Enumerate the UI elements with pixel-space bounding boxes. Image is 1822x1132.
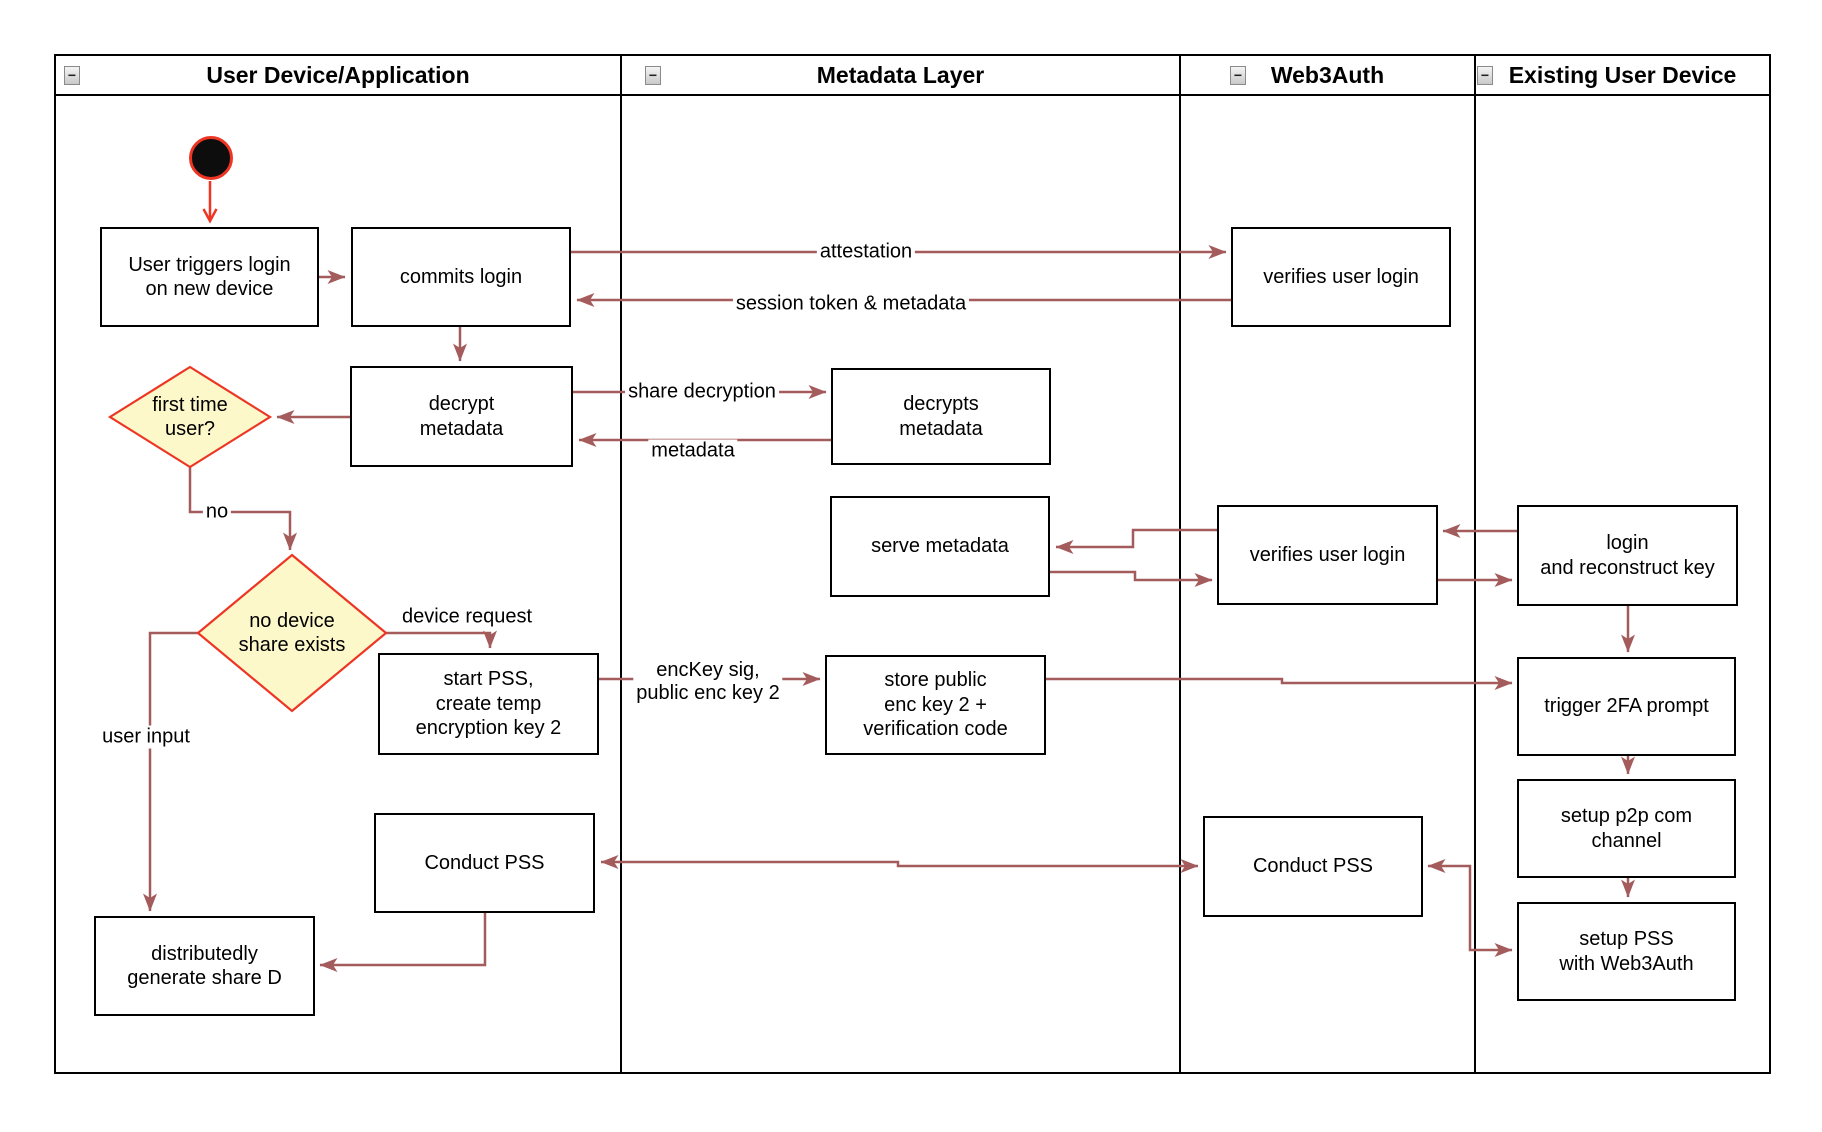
initial-node[interactable]: [189, 136, 233, 180]
edge-label-session-token: session token & metadata: [732, 292, 970, 316]
decision-no-device-share[interactable]: [196, 553, 388, 713]
lane-title-metadata-layer: Metadata Layer: [816, 62, 985, 88]
edge-label-attestation: attestation: [816, 240, 916, 264]
lane-title-existing-device: Existing User Device: [1508, 62, 1737, 88]
activity-user-triggers-login[interactable]: User triggers login on new device: [100, 227, 319, 327]
lane-collapse-button-existing[interactable]: −: [1477, 66, 1493, 85]
decision-first-time-user[interactable]: [107, 365, 273, 469]
edge-label-device-request: device request: [398, 605, 536, 629]
activity-conduct-pss-web3auth[interactable]: Conduct PSS: [1203, 816, 1423, 917]
lane-title-user-device: User Device/Application: [206, 62, 470, 88]
edge-conduct-setup-pss-link: [1427, 859, 1513, 957]
edge-store-to-trigger-2fa: [1046, 676, 1513, 690]
edge-serve-to-verifies2: [1050, 570, 1213, 587]
edge-no: [188, 467, 297, 551]
pool-border: [54, 54, 1771, 1074]
activity-trigger-2fa-prompt[interactable]: trigger 2FA prompt: [1517, 657, 1736, 756]
activity-conduct-pss-user[interactable]: Conduct PSS: [374, 813, 595, 913]
lane-collapse-button-web3auth[interactable]: −: [1230, 66, 1246, 85]
edge-label-user-input: user input: [99, 725, 193, 749]
edge-device-request: [386, 630, 497, 649]
activity-generate-share-d[interactable]: distributedly generate share D: [94, 916, 315, 1016]
activity-verifies-user-login-2[interactable]: verifies user login: [1217, 505, 1438, 605]
activity-login-reconstruct-key[interactable]: login and reconstruct key: [1517, 505, 1738, 606]
edge-label-enckey: encKey sig, public enc key 2: [633, 659, 783, 705]
lane-title-web3auth: Web3Auth: [1270, 62, 1385, 88]
activity-commits-login[interactable]: commits login: [351, 227, 571, 327]
lane-collapse-button-metadata[interactable]: −: [645, 66, 661, 85]
edge-conduct-to-generate-share: [319, 913, 487, 972]
activity-setup-p2p-channel[interactable]: setup p2p com channel: [1517, 779, 1736, 878]
activity-verifies-user-login-1[interactable]: verifies user login: [1231, 227, 1451, 327]
lane-collapse-button-user-device[interactable]: −: [64, 66, 80, 85]
activity-decrypts-metadata[interactable]: decrypts metadata: [831, 368, 1051, 465]
edge-verifies2-to-serve: [1055, 528, 1217, 554]
decision-label-no-device-share: no device share exists: [238, 610, 346, 656]
edge-label-no: no: [202, 500, 232, 524]
edge-label-metadata: metadata: [648, 439, 738, 463]
activity-serve-metadata[interactable]: serve metadata: [830, 496, 1050, 597]
activity-store-public-enc-key[interactable]: store public enc key 2 + verification co…: [825, 655, 1046, 755]
activity-decrypt-metadata[interactable]: decrypt metadata: [350, 366, 573, 467]
activity-setup-pss-web3auth[interactable]: setup PSS with Web3Auth: [1517, 902, 1736, 1001]
edge-label-share-decryption: share decryption: [625, 380, 779, 404]
edge-user-input: [143, 631, 198, 912]
activity-start-pss[interactable]: start PSS, create temp encryption key 2: [378, 653, 599, 755]
edge-conduct-pss-link: [600, 855, 1199, 873]
decision-label-first-time-user: first time user?: [152, 394, 228, 440]
